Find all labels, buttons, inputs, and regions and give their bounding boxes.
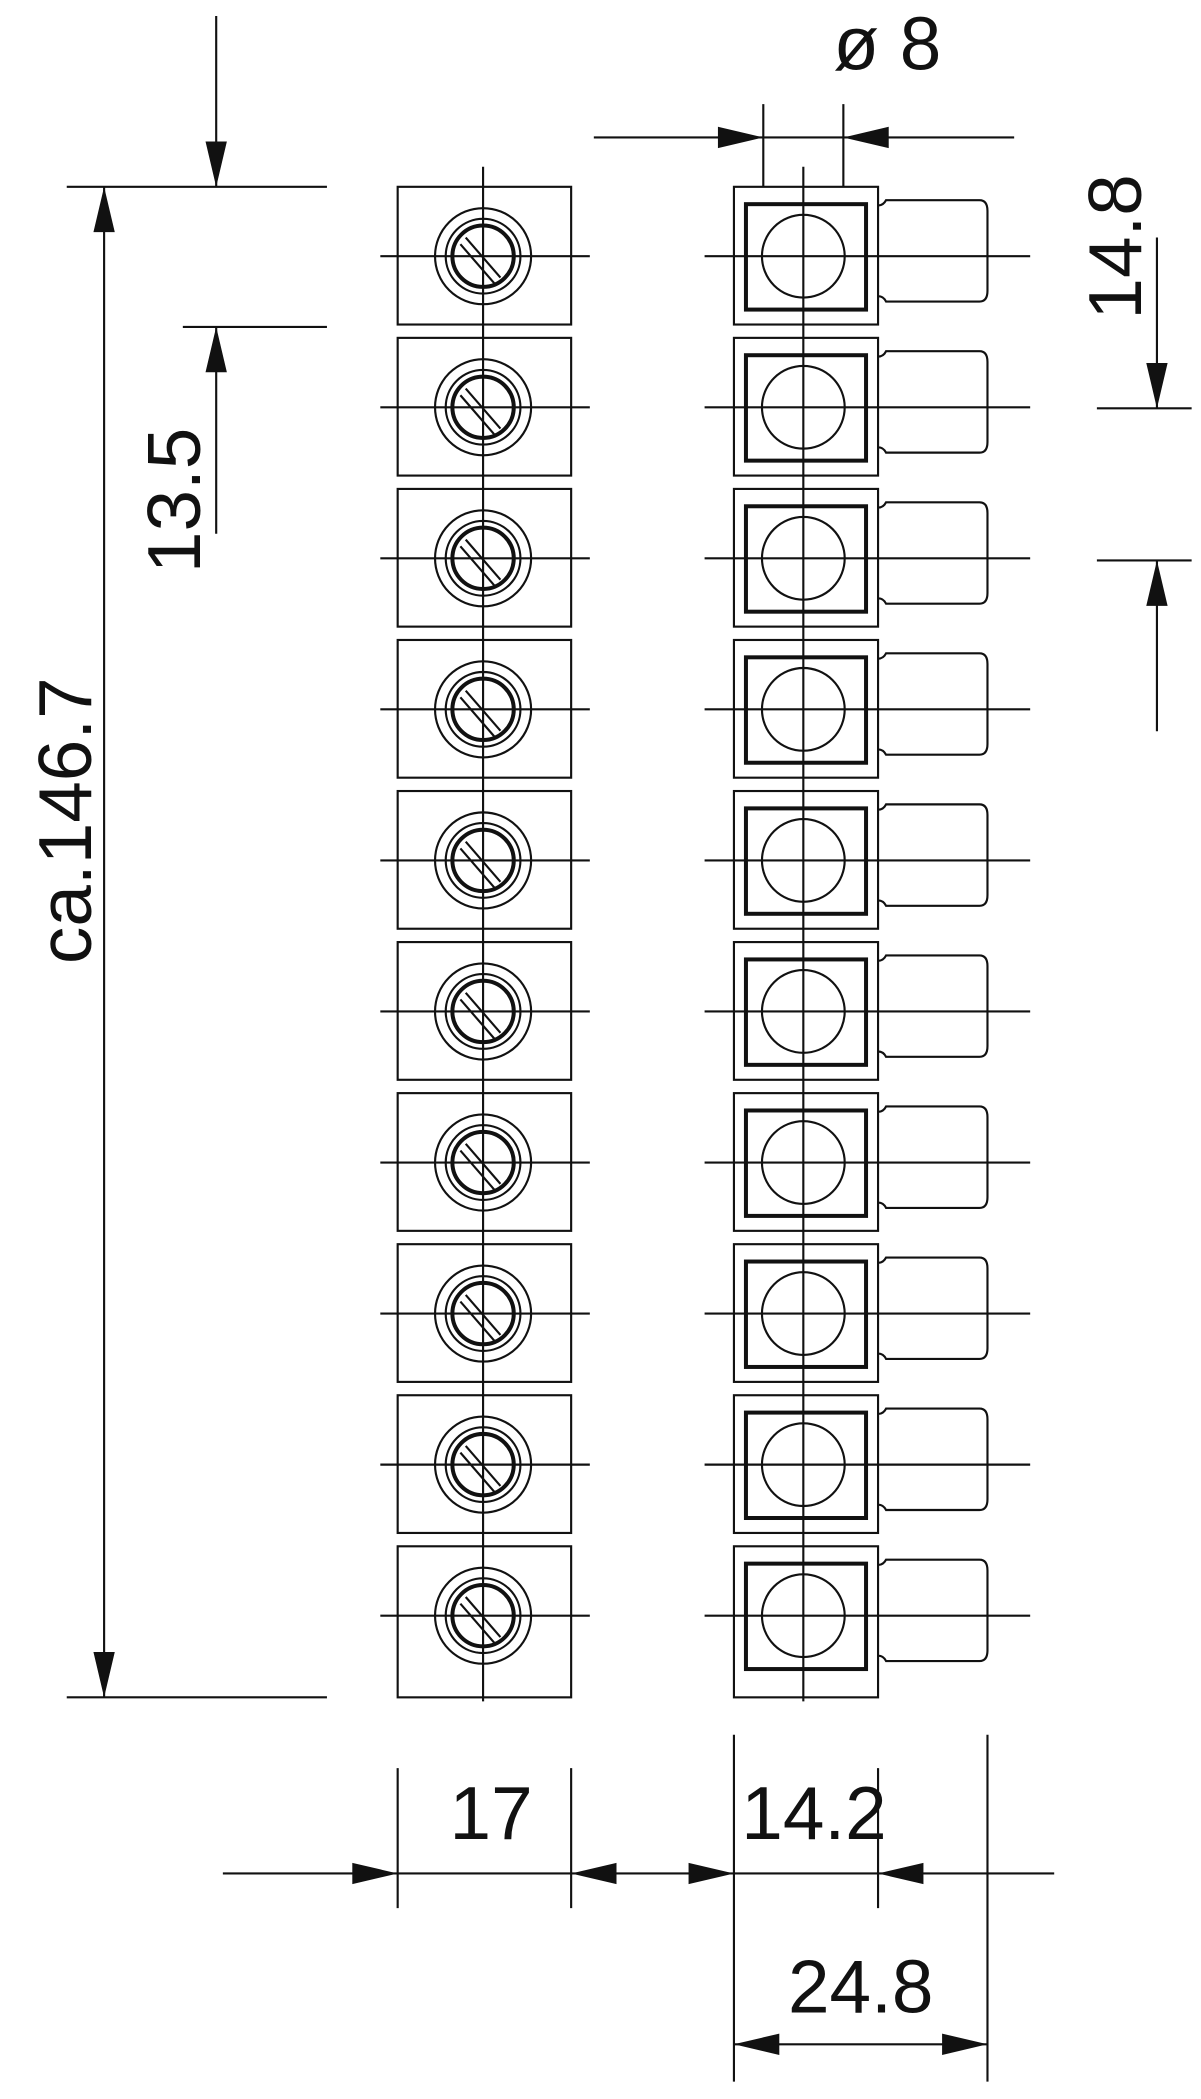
side-module-body [732, 1545, 880, 1699]
arrow-icon [733, 2033, 780, 2055]
screw-slot [459, 1451, 496, 1494]
dim-pitch-label: 13.5 [132, 428, 216, 573]
wire-tab [877, 1558, 989, 1663]
arrow-icon [93, 1651, 115, 1698]
wire-tab [877, 954, 989, 1058]
arrow-icon [352, 1862, 398, 1885]
dim-width-front-label: 17 [450, 1771, 533, 1855]
wire-tab [877, 199, 989, 303]
arrow-icon [571, 1862, 617, 1885]
dim-hole-diameter-label: ø 8 [833, 1, 941, 85]
dim-overall-length-label: ca.146.7 [23, 677, 107, 964]
front-module-body [396, 1545, 573, 1699]
screw-slot [459, 998, 496, 1041]
screw-slot [459, 545, 496, 588]
arrow-icon [205, 141, 227, 187]
screw-slot [459, 243, 496, 285]
arrow-icon [942, 2033, 988, 2055]
dim-width-side-label: 14.2 [741, 1771, 886, 1855]
arrow-icon [843, 126, 889, 149]
wire-tab [877, 1256, 989, 1361]
dim-pitch-side-label: 14.8 [1073, 174, 1157, 319]
arrow-icon [205, 326, 227, 373]
arrow-icon [717, 126, 764, 149]
arrow-icon [1146, 560, 1168, 606]
dim-depth-total-label: 24.8 [788, 1944, 933, 2028]
wire-tab [877, 350, 989, 454]
screw-slot [459, 1602, 496, 1645]
screw-slot [459, 394, 496, 436]
screw-slot [459, 847, 496, 890]
wire-tab [877, 652, 989, 756]
screw-slot [459, 1300, 496, 1343]
screw-slot [459, 696, 496, 739]
wire-tab [877, 501, 989, 605]
arrow-icon [93, 186, 115, 233]
wire-tab [877, 1407, 989, 1512]
arrow-icon [688, 1862, 734, 1885]
screw-slot [459, 1149, 496, 1192]
wire-tab [877, 1105, 989, 1209]
arrow-icon [878, 1862, 924, 1885]
wire-tab [877, 803, 989, 907]
arrow-icon [1146, 362, 1168, 409]
